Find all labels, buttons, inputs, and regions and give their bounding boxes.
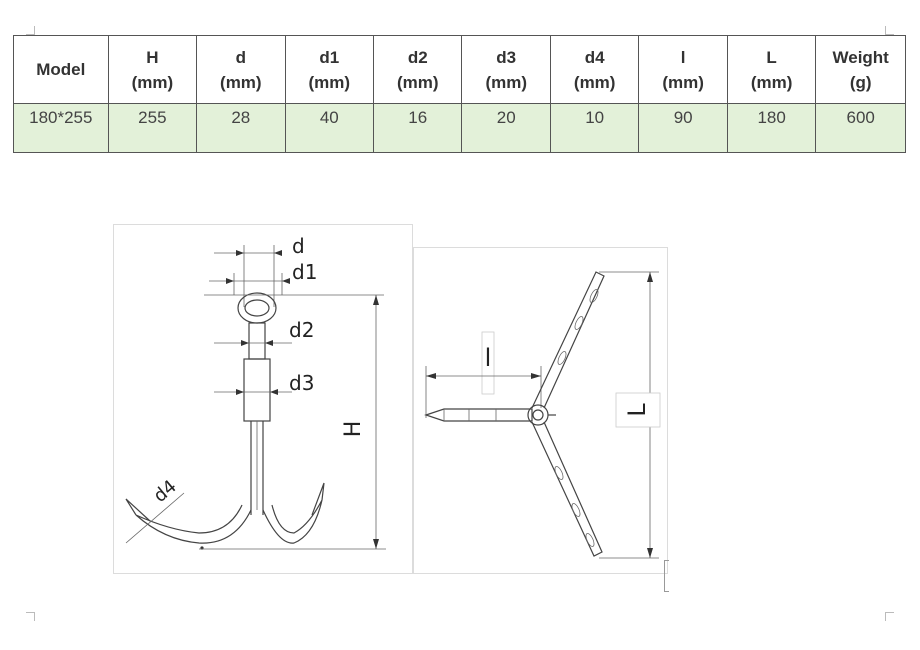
hook-side-view-diagram: d d1 d2 d3 d4 (113, 224, 413, 574)
header-model: Model (13, 35, 109, 104)
header-weight: Weight(g) (815, 35, 906, 104)
table-header-row: Model H(mm) d(mm) d1(mm) d2(mm) d3(mm) d… (13, 35, 906, 104)
hook-side-view-svg: d d1 d2 d3 d4 (125, 234, 386, 550)
cell-d2: 16 (373, 103, 463, 153)
hook-top-view-svg: l L (424, 271, 661, 559)
cell-h: 255 (107, 103, 198, 153)
label-d3: d3 (289, 371, 314, 395)
cell-d: 28 (196, 103, 286, 153)
header-d: d(mm) (196, 35, 286, 104)
header-h: H(mm) (107, 35, 198, 104)
label-d4: d4 (150, 476, 181, 507)
corner-mark-bottom-left (26, 612, 35, 621)
spec-table: Model H(mm) d(mm) d1(mm) d2(mm) d3(mm) d… (13, 35, 906, 153)
text-cursor-mark (664, 560, 669, 592)
header-d2: d2(mm) (373, 35, 463, 104)
header-d1: d1(mm) (284, 35, 375, 104)
cell-model: 180*255 (13, 103, 109, 153)
table-row: 180*255 255 28 40 16 20 10 90 180 600 (13, 103, 906, 153)
header-l-small: l(mm) (638, 35, 728, 104)
label-l-small: l (485, 344, 492, 372)
header-d4: d4(mm) (549, 35, 640, 104)
cell-l-small: 90 (638, 103, 728, 153)
cell-d3: 20 (461, 103, 551, 153)
label-h: H (341, 421, 366, 438)
cell-weight: 600 (815, 103, 906, 153)
header-l-large: L(mm) (726, 35, 817, 104)
hook-top-view-diagram: l L (413, 247, 668, 574)
corner-mark-top-left (26, 26, 35, 35)
corner-mark-bottom-right (885, 612, 894, 621)
header-d3: d3(mm) (461, 35, 551, 104)
cell-d4: 10 (549, 103, 640, 153)
label-d1: d1 (292, 260, 317, 284)
label-d: d (292, 234, 305, 258)
cell-d1: 40 (284, 103, 375, 153)
label-d2: d2 (289, 318, 314, 342)
corner-mark-top-right (885, 26, 894, 35)
cell-l-large: 180 (726, 103, 817, 153)
label-l-large: L (623, 403, 651, 417)
